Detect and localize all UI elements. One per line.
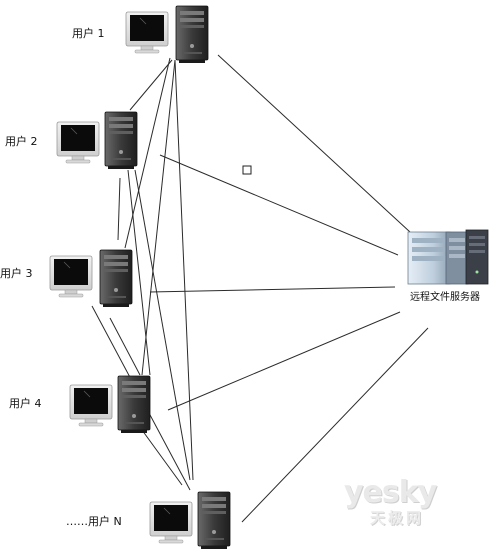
user1-label: 用户 1 [72, 27, 105, 40]
link-user2-user3 [117, 177, 121, 241]
link-user3-server [149, 286, 396, 293]
monitor-icon [69, 384, 113, 427]
tower-icon [197, 491, 231, 550]
link-userN-server [241, 327, 429, 523]
link-user1-user4 [141, 59, 176, 376]
user2-computer [56, 111, 138, 170]
link-user1-userN [174, 59, 194, 481]
watermark-brand: yesky [344, 475, 437, 510]
small-marker-square [242, 165, 252, 175]
monitor-icon [149, 501, 193, 544]
connection-lines [91, 54, 429, 523]
monitor-icon [56, 121, 100, 164]
tower-icon [175, 5, 209, 64]
link-user1-server [217, 54, 411, 233]
user1-computer [125, 5, 209, 64]
tower-icon [117, 375, 151, 434]
monitor-icon [49, 255, 93, 298]
link-user4-userN [141, 429, 183, 486]
link-user2-server [159, 154, 399, 256]
link-user2-user4 [127, 169, 151, 376]
user3-label: 用户 3 [0, 267, 33, 280]
user4-label: 用户 4 [9, 397, 42, 410]
user2-label: 用户 2 [5, 135, 38, 148]
tower-icon [104, 111, 138, 170]
yesky-watermark: yesky 天极网 [344, 477, 474, 529]
userN-computer [149, 491, 231, 550]
server-rack-icon [407, 229, 489, 285]
monitor-icon [125, 11, 169, 54]
user4-computer [69, 375, 151, 434]
link-user3-user4 [109, 317, 141, 376]
server-label: 远程文件服务器 [410, 292, 480, 303]
tower-icon [99, 249, 133, 308]
link-user4-server [167, 311, 401, 411]
link-user1-user2 [129, 59, 173, 111]
watermark-brand-cn: 天极网 [370, 509, 425, 527]
link-user2-userN [134, 169, 191, 481]
user3-computer [49, 249, 133, 308]
userN-label: ……用户 N [66, 515, 122, 528]
